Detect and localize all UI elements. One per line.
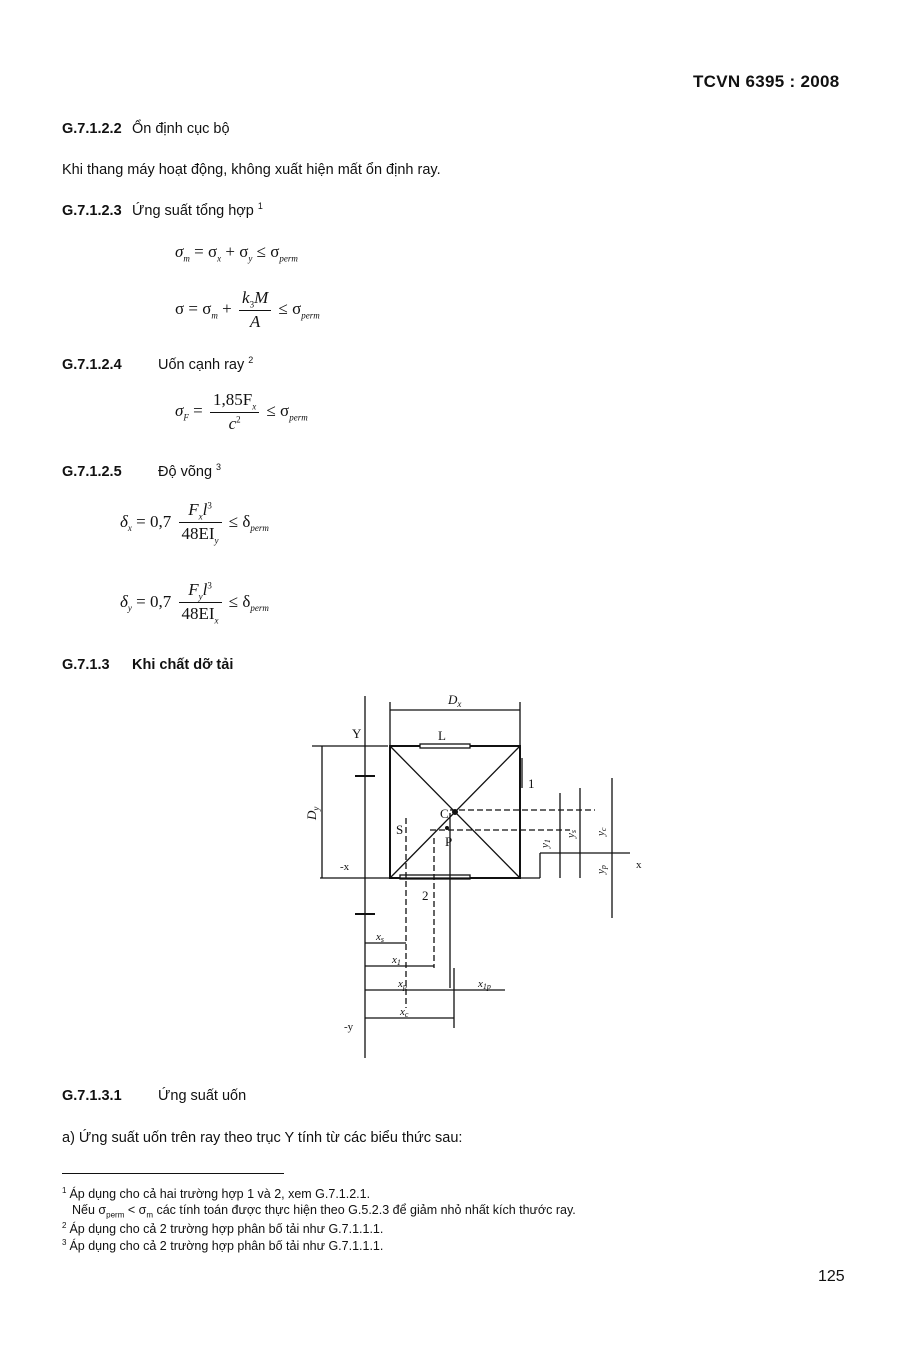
dim-label-yp: yp	[595, 865, 608, 875]
section-number: G.7.1.2.5	[62, 463, 122, 480]
footnote-ref: 2	[248, 355, 254, 365]
label-C: C	[440, 806, 449, 821]
label-1: 1	[528, 776, 535, 791]
label-L: L	[438, 728, 446, 743]
dim-label-xc: xc	[399, 1006, 409, 1019]
section-heading: G.7.1.3.1 Ứng suất uốn	[62, 1088, 246, 1104]
section-number: G.7.1.3.1	[62, 1088, 122, 1104]
footnote: Nếu σperm < σm các tính toán được thực h…	[72, 1203, 576, 1220]
section-number: G.7.1.3	[62, 657, 110, 673]
equation-combined-stress: σm = σx + σy ≤ σperm	[175, 242, 298, 264]
label-S: S	[396, 822, 403, 837]
label-2: 2	[422, 888, 429, 903]
dim-label-ys: ys	[565, 830, 578, 839]
footnote-divider	[62, 1173, 284, 1174]
list-item-a: a) Ứng suất uốn trên ray theo trục Y tín…	[62, 1130, 463, 1146]
section-title: Độ võng	[158, 463, 213, 480]
dim-label-xp: xp	[397, 978, 407, 991]
section-number: G.7.1.2.2	[62, 121, 122, 137]
section-title: Khi chất dỡ tải	[132, 657, 234, 673]
dim-label-x1p: x1p	[477, 978, 491, 991]
section-heading: G.7.1.2.2 Ổn định cục bộ	[62, 121, 230, 137]
page-number: 125	[818, 1268, 845, 1285]
footnote-ref: 1	[257, 201, 263, 211]
axis-label-y: Y	[352, 726, 362, 741]
dim-label-y1: y1	[539, 839, 552, 849]
section-title: Uốn cạnh ray	[158, 356, 245, 373]
dim-label-yc: yc	[595, 827, 608, 837]
section-number: G.7.1.2.3	[62, 202, 122, 219]
dim-label-xs: xs	[375, 931, 384, 944]
label-P: P	[445, 834, 452, 849]
footnote-ref: 3	[216, 462, 222, 472]
dim-label-dx: Dx	[447, 692, 461, 709]
section-heading: G.7.1.3 Khi chất dỡ tải	[62, 657, 233, 673]
axis-label-neg-x: -x	[340, 861, 350, 873]
axis-label-x: x	[636, 859, 642, 871]
section-number: G.7.1.2.4	[62, 356, 122, 373]
axis-label-neg-y: -y	[344, 1021, 354, 1033]
load-diagram: Dx Y L 1 C S P 2 x -x -y Dy y1 ys yc yp …	[304, 692, 642, 1058]
dim-label-x1: x1	[391, 954, 401, 967]
dim-label-dy: Dy	[304, 807, 321, 821]
section-title: Ứng suất uốn	[158, 1088, 247, 1104]
paragraph: Khi thang máy hoạt động, không xuất hiện…	[62, 162, 441, 178]
section-title: Ứng suất tổng hợp	[132, 202, 254, 219]
standard-code: TCVN 6395 : 2008	[693, 72, 840, 91]
section-title: Ổn định cục bộ	[132, 121, 230, 137]
